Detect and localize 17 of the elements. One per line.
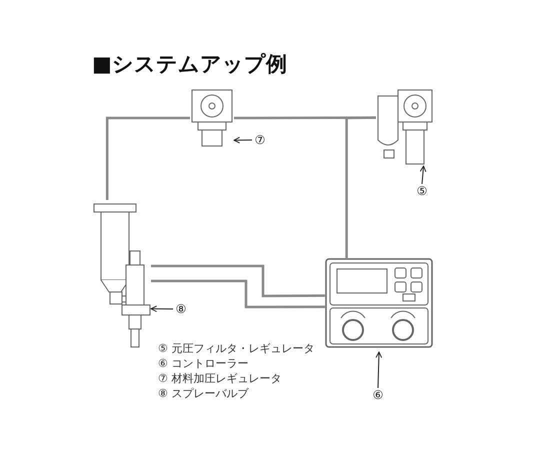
hose-line bbox=[345, 116, 376, 258]
callout-number: ⑤ bbox=[416, 184, 428, 198]
title: ■システムアップ例 bbox=[92, 51, 287, 78]
leader-line bbox=[420, 166, 426, 184]
callout-number: ⑥ bbox=[372, 388, 384, 402]
callout-number: ⑦ bbox=[254, 133, 266, 147]
leader-line bbox=[150, 306, 174, 312]
callout-number: ⑧ bbox=[176, 302, 186, 316]
legend-text: ⑤ 元圧フィルタ・レギュレータ bbox=[158, 342, 314, 356]
legend-text: ⑧ スプレーバルブ bbox=[158, 387, 248, 401]
legend-text: ⑦ 材料加圧レギュレータ bbox=[158, 372, 282, 386]
leader-line bbox=[234, 136, 252, 144]
hose-line bbox=[106, 116, 190, 200]
hose-line bbox=[151, 280, 325, 308]
hose-line bbox=[151, 264, 325, 298]
legend-text: ⑥ コントローラー bbox=[158, 357, 248, 371]
leader-line bbox=[376, 352, 382, 388]
